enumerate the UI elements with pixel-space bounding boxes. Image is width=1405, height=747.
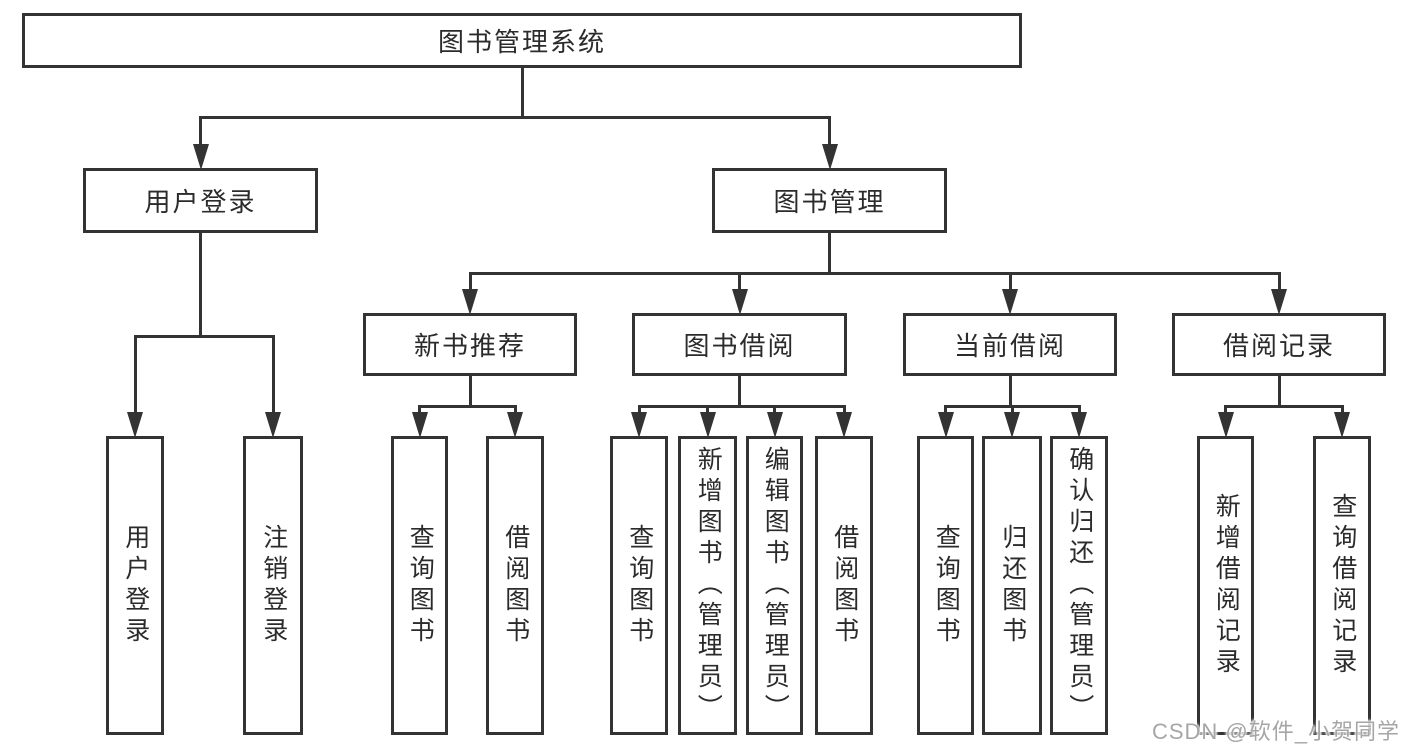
leaf-add-borrow-record: 新增借阅记录 <box>1197 436 1254 735</box>
watermark: CSDN @软件_小贺同学 <box>1151 719 1400 744</box>
node-label: 当前借阅 <box>953 331 1066 361</box>
node-book-borrowing: 图书借阅 <box>632 313 847 376</box>
arrowhead-down-icon <box>192 144 209 170</box>
arrowhead-down-icon <box>1004 412 1020 438</box>
connector-line <box>1340 406 1344 414</box>
connector-line <box>520 68 524 119</box>
leaf-query-borrow-record: 查询借阅记录 <box>1313 436 1371 735</box>
node-label: 借阅记录 <box>1222 331 1335 361</box>
connector-line <box>133 334 275 338</box>
connector-line <box>637 404 846 408</box>
arrowhead-down-icon <box>462 289 478 315</box>
arrowhead-down-icon <box>265 412 281 438</box>
connector-line <box>468 273 472 291</box>
connector-line <box>773 406 776 414</box>
node-label: 用户登录 <box>121 523 150 648</box>
node-label: 注销登录 <box>259 523 288 648</box>
leaf-add-books-admin: 新增图书（管理员） <box>678 436 737 735</box>
arrowhead-down-icon <box>699 412 716 438</box>
node-new-book-recommend: 新书推荐 <box>363 313 577 376</box>
connector-line <box>199 115 831 119</box>
arrowhead-down-icon <box>631 412 647 438</box>
arrowhead-down-icon <box>411 412 428 438</box>
arrowhead-down-icon <box>821 144 838 170</box>
connector-line <box>1224 406 1227 414</box>
arrowhead-down-icon <box>937 412 954 438</box>
arrowhead-down-icon <box>1217 412 1234 438</box>
arrowhead-down-icon <box>1271 289 1287 315</box>
node-borrowing-records: 借阅记录 <box>1172 313 1386 376</box>
connector-line <box>637 406 641 414</box>
connector-line <box>706 406 709 414</box>
arrowhead-down-icon <box>1334 412 1350 438</box>
node-current-borrowing: 当前借阅 <box>903 313 1117 376</box>
node-label: 查询图书 <box>625 523 654 648</box>
node-label: 确认归还（管理员） <box>1065 446 1094 725</box>
node-label: 用户登录 <box>144 187 257 217</box>
connector-line <box>271 336 275 414</box>
node-label: 借阅图书 <box>501 523 530 648</box>
connector-line <box>468 376 472 408</box>
connector-line <box>944 406 947 414</box>
connector-line <box>738 273 741 291</box>
connector-line <box>199 117 202 146</box>
leaf-logout: 注销登录 <box>243 436 303 735</box>
node-label: 查询借阅记录 <box>1328 492 1357 679</box>
node-label: 借阅图书 <box>830 523 859 648</box>
node-label: 新书推荐 <box>413 331 526 361</box>
connector-line <box>133 336 137 414</box>
connector-line <box>1008 273 1012 291</box>
connector-line <box>1010 406 1014 414</box>
connector-line <box>842 406 846 414</box>
leaf-confirm-return-admin: 确认归还（管理员） <box>1050 436 1108 735</box>
node-label: 新增借阅记录 <box>1212 492 1241 679</box>
leaf-query-books-recommend: 查询图书 <box>391 436 448 735</box>
connector-line <box>1008 376 1012 408</box>
node-label: 图书管理 <box>773 187 886 217</box>
node-book-management: 图书管理 <box>712 168 947 233</box>
leaf-user-login: 用户登录 <box>106 436 164 735</box>
connector-line <box>199 233 202 338</box>
node-library-management-system: 图书管理系统 <box>22 13 1022 68</box>
connector-line <box>468 271 1281 275</box>
arrowhead-down-icon <box>1002 289 1018 315</box>
leaf-borrow-books-recommend: 借阅图书 <box>486 436 544 735</box>
connector-line <box>1077 406 1081 414</box>
connector-line <box>738 376 741 408</box>
node-label: 编辑图书（管理员） <box>761 446 790 725</box>
arrowhead-down-icon <box>1071 412 1087 438</box>
leaf-return-books: 归还图书 <box>982 436 1042 735</box>
node-label: 图书管理系统 <box>437 27 606 57</box>
arrowhead-down-icon <box>836 412 852 438</box>
arrowhead-down-icon <box>507 412 523 438</box>
node-label: 查询图书 <box>932 523 961 648</box>
leaf-query-books-borrowing: 查询图书 <box>610 436 668 735</box>
leaf-borrow-books-borrowing: 借阅图书 <box>815 436 873 735</box>
connector-line <box>1277 376 1281 408</box>
node-label: 图书借阅 <box>683 331 796 361</box>
leaf-query-books-current: 查询图书 <box>917 436 974 735</box>
node-user-login: 用户登录 <box>83 168 318 233</box>
connector-line <box>1224 404 1344 408</box>
connector-line <box>513 406 517 414</box>
arrowhead-down-icon <box>127 412 143 438</box>
connector-line <box>828 233 831 275</box>
connector-line <box>418 404 517 408</box>
node-label: 归还图书 <box>998 523 1027 648</box>
node-label: 查询图书 <box>406 523 435 648</box>
arrowhead-down-icon <box>766 412 783 438</box>
arrowhead-down-icon <box>731 289 748 315</box>
connector-line <box>418 406 421 414</box>
connector-line <box>828 117 831 146</box>
leaf-edit-books-admin: 编辑图书（管理员） <box>746 436 803 735</box>
connector-line <box>1277 273 1281 291</box>
node-label: 新增图书（管理员） <box>694 446 723 725</box>
